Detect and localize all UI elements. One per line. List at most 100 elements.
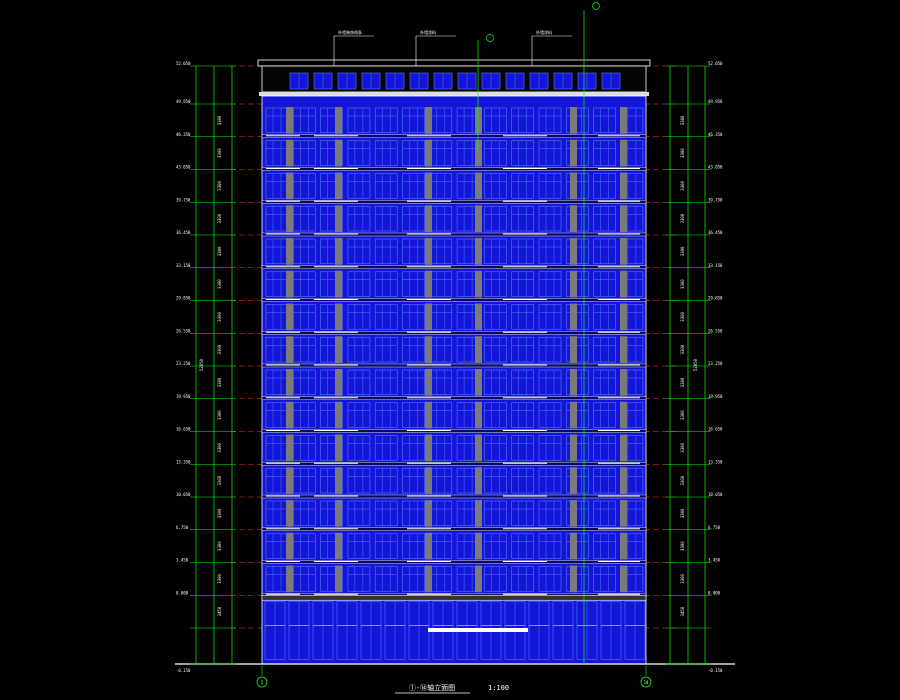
window <box>374 238 398 265</box>
pier <box>620 500 627 527</box>
window <box>511 107 535 134</box>
window <box>374 435 398 461</box>
window <box>429 140 453 166</box>
window <box>347 205 371 232</box>
floor-dim-left: 3300 <box>217 180 222 190</box>
pier <box>335 500 342 527</box>
window <box>292 369 316 396</box>
drawing-scale: 1:100 <box>488 684 509 692</box>
window <box>402 533 425 559</box>
pier <box>475 401 482 429</box>
floor-dim-left: 3300 <box>217 410 222 420</box>
window <box>265 140 289 166</box>
window <box>265 238 289 265</box>
window <box>565 435 589 461</box>
window <box>484 173 507 199</box>
window <box>402 304 425 330</box>
floor-dim-left: 3300 <box>217 279 222 289</box>
pier <box>570 107 577 134</box>
pier <box>425 139 432 167</box>
window <box>484 369 507 396</box>
window <box>511 271 535 297</box>
window <box>511 533 535 559</box>
window <box>484 336 507 363</box>
pier <box>475 467 482 494</box>
level-label-right: 43.050 <box>708 165 723 170</box>
window <box>402 173 425 199</box>
window <box>429 435 453 461</box>
floor-dim-right: 3300 <box>680 475 685 485</box>
level-label-right: 26.550 <box>708 328 723 333</box>
level-label-left: 6.750 <box>176 525 189 530</box>
window <box>402 140 425 166</box>
window <box>347 467 371 494</box>
window <box>402 205 425 232</box>
level-label-right: 49.950 <box>708 99 723 104</box>
level-label-right: 39.750 <box>708 197 723 202</box>
ground-label-right: -0.150 <box>708 668 723 673</box>
window <box>347 533 371 559</box>
slab-band <box>261 134 647 138</box>
floor-dim-left: 3300 <box>217 246 222 256</box>
window <box>402 435 425 461</box>
floor-dim-right: 3300 <box>680 148 685 158</box>
floor-dim-right: 3300 <box>680 377 685 387</box>
window <box>429 107 453 134</box>
pier <box>620 532 627 560</box>
floor-dim-right: 3300 <box>680 246 685 256</box>
floor-dim-right: 3300 <box>680 311 685 321</box>
pier <box>286 336 293 363</box>
axis-bubble <box>256 676 268 688</box>
window <box>511 205 535 232</box>
level-label-left: 19.950 <box>176 394 191 399</box>
pier <box>570 532 577 560</box>
window <box>538 500 562 527</box>
window <box>265 369 289 396</box>
pier <box>570 172 577 200</box>
slab-band <box>261 560 647 564</box>
pier <box>620 467 627 494</box>
pier <box>286 467 293 494</box>
pier <box>425 565 432 593</box>
pier <box>570 139 577 167</box>
floor-dim-left: 3300 <box>217 115 222 125</box>
window <box>347 402 371 428</box>
window <box>593 566 616 592</box>
level-label-left: 29.850 <box>176 296 191 301</box>
window <box>593 336 616 363</box>
pier <box>620 401 627 429</box>
window <box>511 173 535 199</box>
pier <box>286 434 293 462</box>
floor-dim-right: 3300 <box>680 508 685 518</box>
window <box>593 304 616 330</box>
pier <box>620 205 627 232</box>
window <box>429 336 453 363</box>
pier <box>335 434 342 462</box>
window <box>484 238 507 265</box>
window <box>265 336 289 363</box>
window <box>374 336 398 363</box>
window <box>538 238 562 265</box>
window <box>292 566 316 592</box>
window <box>374 140 398 166</box>
window <box>347 140 371 166</box>
window <box>292 533 316 559</box>
pier <box>286 401 293 429</box>
window <box>265 467 289 494</box>
window <box>565 533 589 559</box>
pier <box>570 205 577 232</box>
window <box>429 369 453 396</box>
level-label-left: 46.350 <box>176 132 191 137</box>
pier <box>475 238 482 265</box>
window <box>484 402 507 428</box>
level-label-left: 3.450 <box>176 558 189 563</box>
pier <box>425 205 432 232</box>
level-label-left: 39.750 <box>176 197 191 202</box>
level-label-left: 0.000 <box>176 590 189 595</box>
window <box>511 238 535 265</box>
window <box>402 500 425 527</box>
floor-dim-left: 3450 <box>217 606 222 616</box>
level-label-right: 33.150 <box>708 263 723 268</box>
window <box>593 271 616 297</box>
floor-dim-left: 3300 <box>217 377 222 387</box>
